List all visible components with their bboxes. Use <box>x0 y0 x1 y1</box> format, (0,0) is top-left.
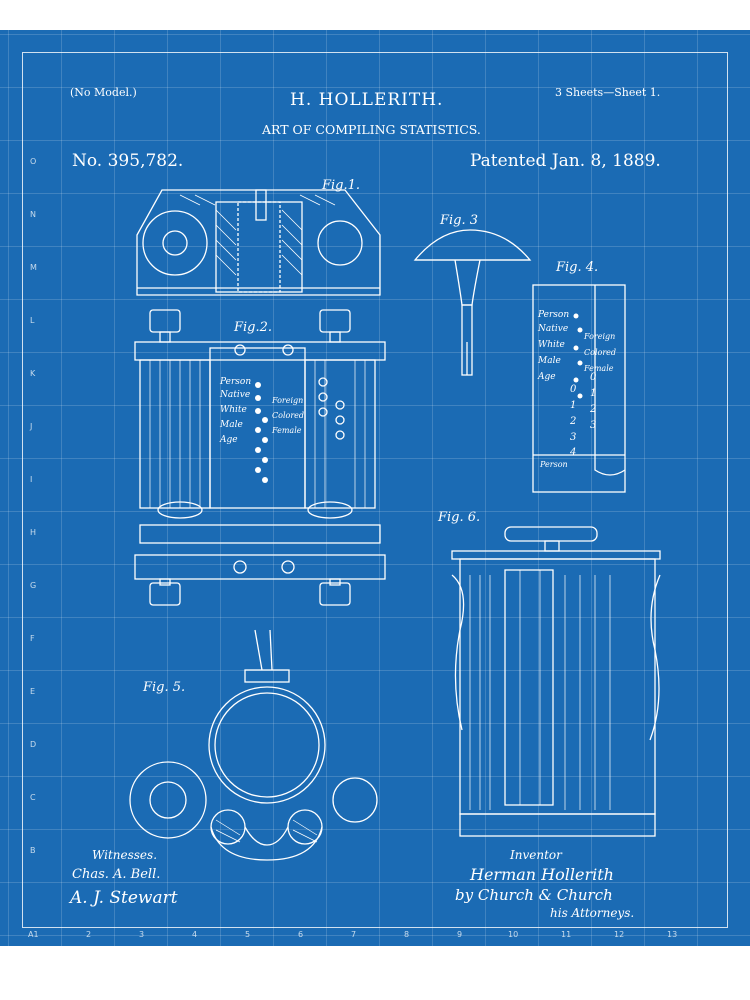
svg-text:0: 0 <box>590 372 597 383</box>
blueprint-sheet: (No Model.) H. HOLLERITH. 3 Sheets—Sheet… <box>0 30 750 946</box>
no-model-label: (No Model.) <box>70 86 137 99</box>
card-label: Person <box>538 310 570 320</box>
card-label: White <box>538 340 565 350</box>
fig3-label: Fig. 3 <box>440 213 479 228</box>
card-label: Foreign <box>584 332 616 341</box>
column-index-label: 6 <box>298 930 304 939</box>
patent-date: Patented Jan. 8, 1889. <box>470 151 661 171</box>
column-index-label: 12 <box>614 930 625 939</box>
column-index-label: 5 <box>245 930 251 939</box>
fig6-drawing <box>451 526 661 837</box>
svg-text:2: 2 <box>589 404 596 415</box>
row-index-label: J <box>30 422 33 431</box>
fig3-drawing <box>413 229 532 376</box>
svg-text:1: 1 <box>590 388 596 399</box>
fig4-drawing: 0 1 2 3 4 0 1 2 3 <box>532 284 626 493</box>
inventor-signature: Herman Hollerith <box>470 865 614 884</box>
drawing-border <box>22 52 728 928</box>
inventor-heading: H. HOLLERITH. <box>290 90 444 110</box>
column-index-label: 3 <box>139 930 145 939</box>
sheet-number: 3 Sheets—Sheet 1. <box>555 86 661 99</box>
fig2-label: Fig.2. <box>234 320 273 335</box>
fig1-drawing <box>136 189 381 296</box>
fig4-label: Fig. 4. <box>556 260 599 275</box>
column-index-label: 9 <box>457 930 463 939</box>
witnesses-label: Witnesses. <box>92 848 158 862</box>
row-index-label: D <box>30 740 37 749</box>
witness-signature-1: Chas. A. Bell. <box>72 867 161 882</box>
card-label: Age <box>538 372 556 382</box>
card-label: Native <box>538 324 569 334</box>
column-index-label: 7 <box>351 930 357 939</box>
card-label: Foreign <box>272 396 304 405</box>
column-index-label: 13 <box>667 930 678 939</box>
svg-text:3: 3 <box>570 432 576 443</box>
card-label: Male <box>220 420 243 430</box>
fig5-label: Fig. 5. <box>143 680 186 695</box>
patent-drawings: 0 1 2 3 4 0 1 2 3 <box>129 189 661 861</box>
fig6-label: Fig. 6. <box>438 510 481 525</box>
row-index-label: K <box>30 369 36 378</box>
row-index-label: N <box>30 210 36 219</box>
svg-text:1: 1 <box>570 400 576 411</box>
row-index-label: I <box>30 475 33 484</box>
row-index-label: L <box>30 316 35 325</box>
card-label: Female <box>584 364 614 373</box>
row-index-label: O <box>30 157 37 166</box>
card-label: Person <box>220 377 252 387</box>
column-index-label: 2 <box>86 930 92 939</box>
svg-text:4: 4 <box>569 447 576 458</box>
patent-title: ART OF COMPILING STATISTICS. <box>262 122 481 137</box>
card-label: Native <box>220 390 251 400</box>
fig5-drawing <box>129 629 378 861</box>
inventor-label: Inventor <box>510 848 562 862</box>
row-index-label: F <box>30 634 35 643</box>
card-label: Colored <box>584 348 616 357</box>
attorneys-label: his Attorneys. <box>550 906 635 920</box>
card-label: White <box>220 405 247 415</box>
fig1-label: Fig.1. <box>322 178 361 193</box>
svg-text:0: 0 <box>570 384 577 395</box>
svg-text:2: 2 <box>569 416 576 427</box>
column-index-label: A1 <box>28 930 39 939</box>
row-index-label: H <box>30 528 37 537</box>
card-label: Person <box>540 460 568 469</box>
column-index-label: 4 <box>192 930 198 939</box>
row-index-label: B <box>30 846 36 855</box>
row-index-label: G <box>30 581 37 590</box>
row-index-label: E <box>30 687 36 696</box>
card-label: Female <box>272 426 302 435</box>
fig2-drawing <box>134 309 386 606</box>
svg-text:3: 3 <box>590 420 596 431</box>
column-index-label: 8 <box>404 930 410 939</box>
row-index-label: C <box>30 793 36 802</box>
page-margin <box>0 946 750 1000</box>
patent-number: No. 395,782. <box>72 151 184 171</box>
witness-signature-2: A. J. Stewart <box>70 888 178 908</box>
column-index-label: 11 <box>561 930 572 939</box>
by-line: by Church & Church <box>455 886 613 904</box>
card-label: Male <box>538 356 561 366</box>
row-index-label: M <box>30 263 37 272</box>
card-label: Colored <box>272 411 304 420</box>
card-label: Age <box>220 435 238 445</box>
column-index-label: 10 <box>508 930 519 939</box>
